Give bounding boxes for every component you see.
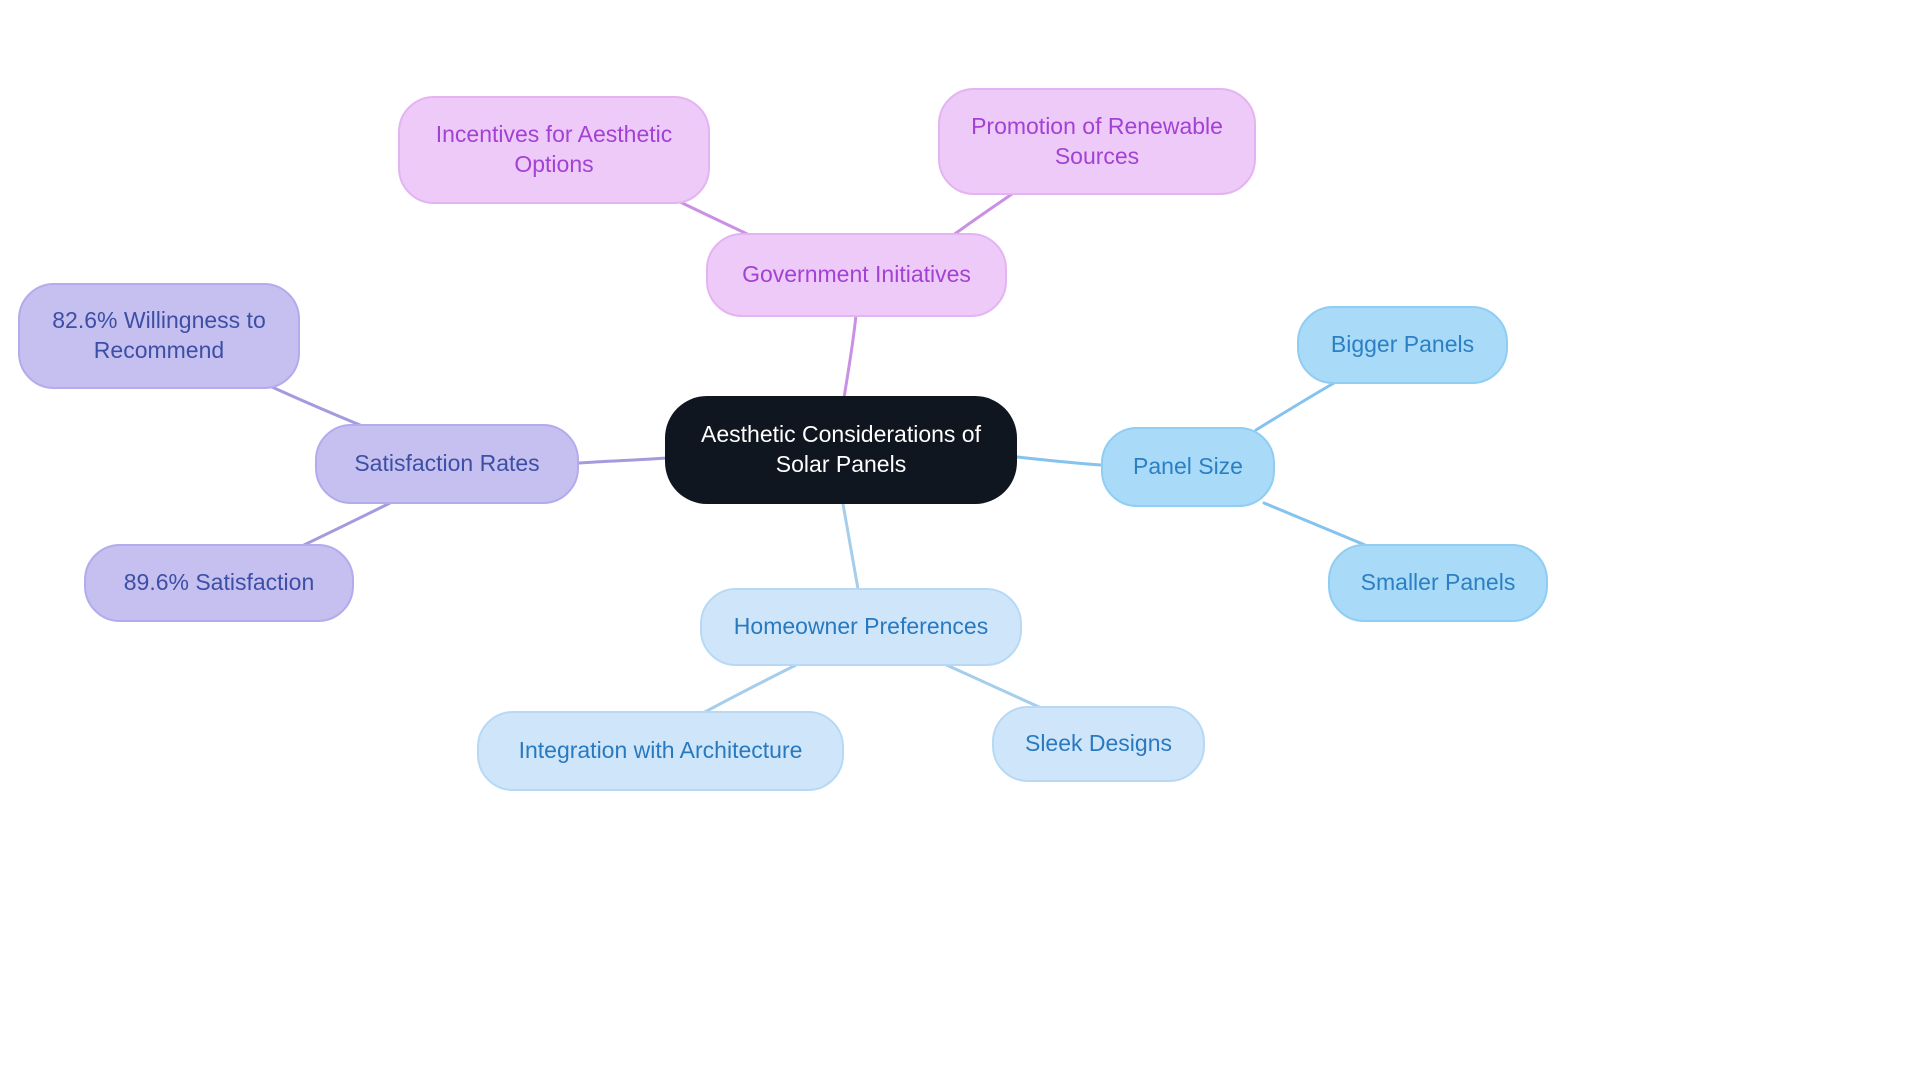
edge-root-homeowner	[841, 502, 860, 591]
node-smaller-panels: Smaller Panels	[1328, 544, 1548, 622]
node-bigger-panels: Bigger Panels	[1297, 306, 1508, 384]
panel-size-label: Panel Size	[1133, 453, 1243, 480]
satisfaction-rates-label: Satisfaction Rates	[354, 450, 540, 477]
edge-root-government	[842, 313, 858, 400]
edge-panel-bigger	[1254, 381, 1336, 432]
integration-with-architecture-label: Integration with Architecture	[518, 737, 803, 764]
edge-homeowner-sleek	[938, 660, 1041, 709]
node-sleek-designs: Sleek Designs	[992, 706, 1205, 782]
homeowner-preferences-label: Homeowner Preferences	[733, 613, 989, 640]
edge-panel-smaller	[1262, 501, 1367, 547]
node-integration-with-architecture: Integration with Architecture	[477, 711, 844, 791]
bigger-panels-label: Bigger Panels	[1330, 331, 1475, 358]
edge-root-satisfaction	[577, 456, 669, 465]
node-promotion-renewable-sources: Promotion of Renewable Sources	[938, 88, 1256, 195]
node-government-initiatives: Government Initiatives	[706, 233, 1007, 317]
central-topic-label: Aesthetic Considerations of Solar Panels	[701, 421, 981, 477]
promotion-renewable-sources-label: Promotion of Renewable Sources	[971, 112, 1223, 169]
willingness-to-recommend-label: 82.6% Willingness to Recommend	[52, 307, 266, 363]
node-willingness-to-recommend: 82.6% Willingness to Recommend	[18, 283, 300, 389]
smaller-panels-label: Smaller Panels	[1360, 569, 1516, 596]
satisfaction-percentage-label: 89.6% Satisfaction	[123, 569, 315, 596]
government-initiatives-label: Government Initiatives	[742, 261, 971, 288]
edge-root-panel-size	[1015, 455, 1103, 467]
node-central-topic: Aesthetic Considerations of Solar Panels	[665, 396, 1017, 504]
node-satisfaction-rates: Satisfaction Rates	[315, 424, 579, 504]
edge-satisfaction-rate	[302, 500, 394, 547]
edge-homeowner-integration	[703, 661, 802, 714]
incentives-aesthetic-options-label: Incentives for Aesthetic Options	[435, 121, 673, 177]
node-satisfaction-percentage: 89.6% Satisfaction	[84, 544, 354, 622]
sleek-designs-label: Sleek Designs	[1024, 730, 1173, 757]
node-panel-size: Panel Size	[1101, 427, 1275, 507]
node-homeowner-preferences: Homeowner Preferences	[700, 588, 1022, 666]
node-incentives-aesthetic-options: Incentives for Aesthetic Options	[398, 96, 710, 204]
